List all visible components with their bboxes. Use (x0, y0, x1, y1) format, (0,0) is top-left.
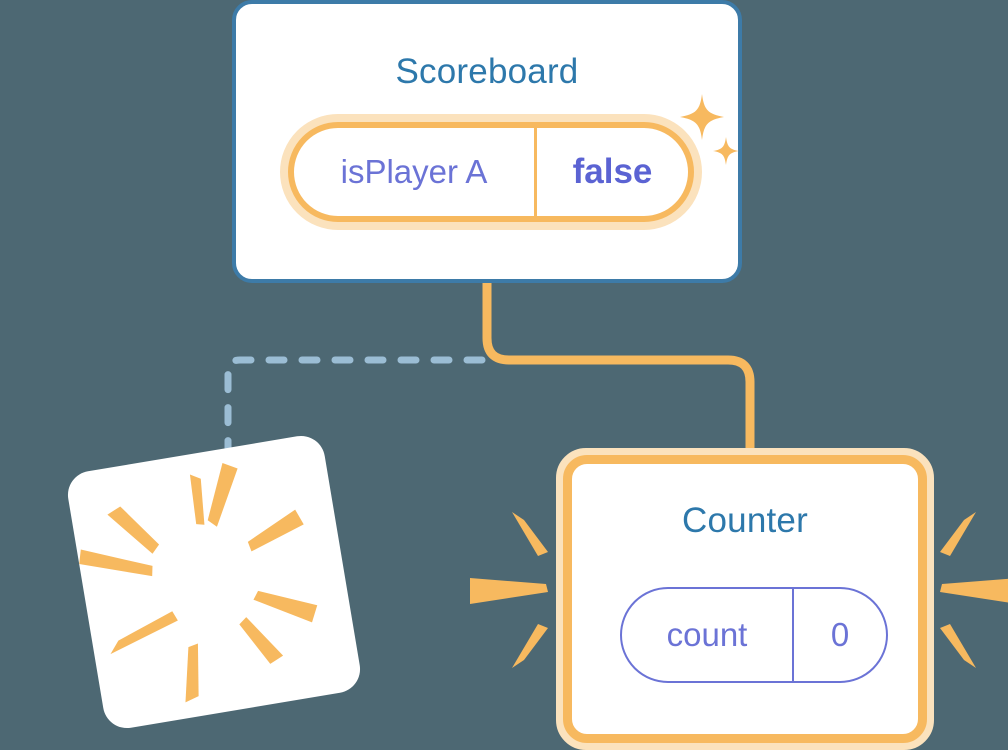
burst-ray (189, 474, 205, 525)
sparkle-group (680, 94, 739, 165)
counter-burst-rays-left (470, 512, 548, 668)
state-value-label: 0 (830, 616, 850, 653)
burst-ray (207, 462, 238, 527)
counter-card[interactable]: Counter count 0 (556, 448, 934, 750)
burst-ray (512, 512, 548, 556)
burst-ray (185, 643, 199, 703)
burst-ray (239, 617, 284, 664)
connector-scoreboard-to-burst-card (224, 356, 486, 496)
scoreboard-card[interactable]: Scoreboard isPlayer A false (232, 0, 742, 283)
burst-ray (940, 512, 976, 556)
burst-ray (940, 578, 1008, 603)
state-key-label: isPlayer A (294, 128, 537, 216)
state-key-label: count (622, 589, 794, 681)
burst-ray (470, 578, 548, 604)
burst-ray-group (79, 462, 318, 703)
scoreboard-title: Scoreboard (395, 52, 579, 91)
counter-card-body[interactable]: Counter count 0 (563, 455, 927, 743)
burst-card[interactable] (64, 432, 364, 732)
counter-burst-rays-right (940, 512, 1008, 668)
burst-ray (940, 624, 976, 668)
counter-title: Counter (682, 501, 808, 540)
burst-ray (110, 611, 178, 655)
state-value-label: false (572, 152, 653, 191)
burst-ray (79, 549, 153, 577)
burst-ray (512, 624, 548, 668)
sparkle-small-icon (713, 137, 739, 165)
pill-body[interactable]: isPlayer A false (288, 122, 694, 222)
counter-state-pill[interactable]: count 0 (620, 587, 888, 683)
burst-ray (107, 506, 160, 554)
scoreboard-state-pill[interactable]: isPlayer A false (280, 114, 702, 230)
connector-scoreboard-to-counter (482, 281, 755, 462)
burst-ray (247, 509, 304, 552)
burst-ray (253, 590, 318, 623)
sparkle-large-icon (680, 94, 724, 140)
